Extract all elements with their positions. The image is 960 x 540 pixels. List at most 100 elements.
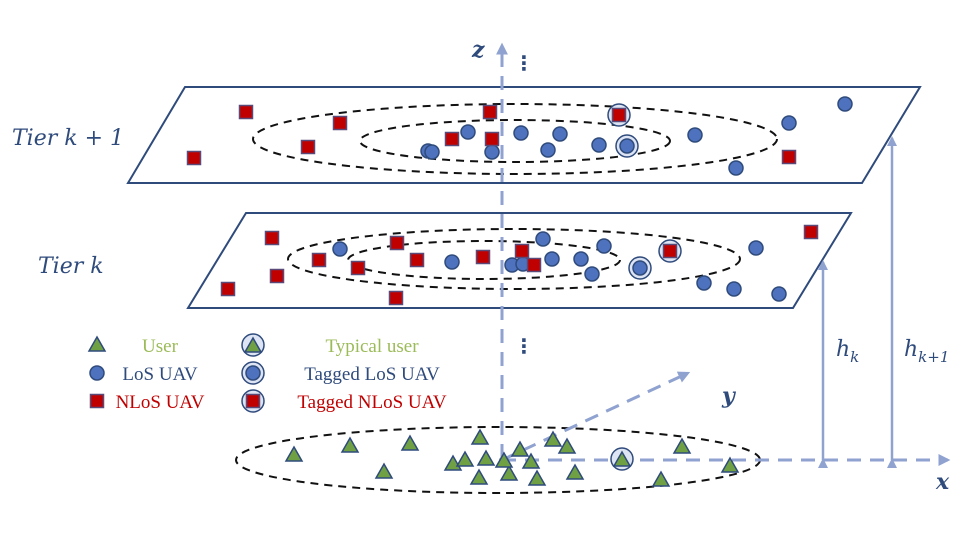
legend-item-los: LoS UAV [89,364,198,385]
los-uav-marker [332,241,348,257]
legend-label-tagged-los: Tagged LoS UAV [304,364,440,385]
nlos-uav-marker [388,290,404,306]
user-marker [720,456,740,473]
user-marker [374,462,394,479]
nlos-uav-marker [409,252,425,268]
nlos-uav-marker [514,243,530,259]
los-uav-marker [748,240,764,256]
nlos-uav-marker [332,115,348,131]
user-marker [469,468,489,485]
los-uav-marker [687,127,703,143]
legend-label-los: LoS UAV [122,364,197,385]
nlos-uav-marker [475,249,491,265]
nlos-uav-marker [220,281,236,297]
los-legend-icon [89,365,105,381]
nlos-uav-marker [781,149,797,165]
y-axis-label: y [721,383,737,409]
user-marker [455,450,475,467]
user-marker [476,449,496,466]
tagged-nlos-uav-upper [611,107,627,123]
los-uav-marker [837,96,853,112]
los-uav-marker [726,281,742,297]
user-marker [543,430,563,447]
legend-label-tagged-nlos: Tagged NLoS UAV [297,392,447,413]
los-uav-marker [584,266,600,282]
legend-item-tagged-los: Tagged LoS UAV [241,361,440,385]
los-uav-marker [728,160,744,176]
los-uav-marker [696,275,712,291]
typical-user-marker [612,450,632,467]
tier-k-plus-1-outer-ring [252,103,778,175]
user-marker [557,437,577,454]
h-k-plus-1-label: hk+1 [904,337,949,366]
tagged-nlos-uav-lower [662,243,678,259]
los-uav-marker [591,137,607,153]
los-uav-marker [535,231,551,247]
user-marker [510,440,530,457]
tier-k-plus-1-inner-ring [359,119,671,163]
legend-item-typical-user: Typical user [241,333,419,357]
legend-label-user: User [142,336,179,357]
tier-k-label: Tier k [38,254,104,279]
los-uav-marker [771,286,787,302]
los-uav-marker [460,124,476,140]
nlos-uav-marker [803,224,819,240]
user-marker [521,452,541,469]
legend-item-user: User [87,335,179,357]
tier-k-plus-1-label: Tier k + 1 [12,126,124,151]
tier-k-inner-ring [347,240,621,280]
nlos-legend-icon [89,393,105,409]
nlos-uav-marker [482,104,498,120]
nlos-uav-marker [238,104,254,120]
user-marker [400,434,420,451]
user-marker [284,445,304,462]
y-axis [501,371,691,462]
los-uav-marker [540,142,556,158]
user-legend-icon [87,335,107,352]
los-uav-marker [513,125,529,141]
user-marker [651,470,671,487]
los-uav-marker [573,251,589,267]
user-marker [470,428,490,445]
los-uav-marker [484,144,500,160]
legend-label-typical-user: Typical user [325,336,419,357]
tier-k-outer-ring [287,228,741,290]
legend-label-nlos: NLoS UAV [116,392,205,413]
user-marker [672,437,692,454]
nlos-uav-marker [526,257,542,273]
ground-region [235,426,761,494]
ellipsis-top: ⋮ [514,51,534,75]
tagged-nlos-legend-icon [245,393,261,409]
tagged-los-legend-icon [245,365,261,381]
user-marker [494,451,514,468]
nlos-uav-marker [186,150,202,166]
z-axis-label: z [471,37,485,63]
x-axis-label: x [935,469,950,495]
tier-k-plus-1-plane [126,86,922,184]
tier-k-plane [186,212,853,309]
user-marker [527,469,547,486]
tagged-los-uav-lower [632,260,648,276]
legend-item-nlos: NLoS UAV [89,392,205,413]
nlos-uav-marker [389,235,405,251]
nlos-uav-marker [269,268,285,284]
nlos-uav-marker [444,131,460,147]
los-uav-marker [424,144,440,160]
los-uav-marker [444,254,460,270]
los-uav-marker [781,115,797,131]
los-uav-marker [596,238,612,254]
user-marker [499,464,519,481]
nlos-uav-marker [311,252,327,268]
legend-item-tagged-nlos: Tagged NLoS UAV [241,389,447,413]
tagged-los-uav-upper [619,138,635,154]
ellipsis-middle: ⋮ [514,334,534,358]
typical-user-legend-icon [243,336,263,353]
los-uav-marker [552,126,568,142]
nlos-uav-marker [350,260,366,276]
user-marker [340,436,360,453]
nlos-uav-marker [264,230,280,246]
markers-layer [186,96,853,487]
user-marker [565,463,585,480]
h-k-label: hk [836,337,859,366]
